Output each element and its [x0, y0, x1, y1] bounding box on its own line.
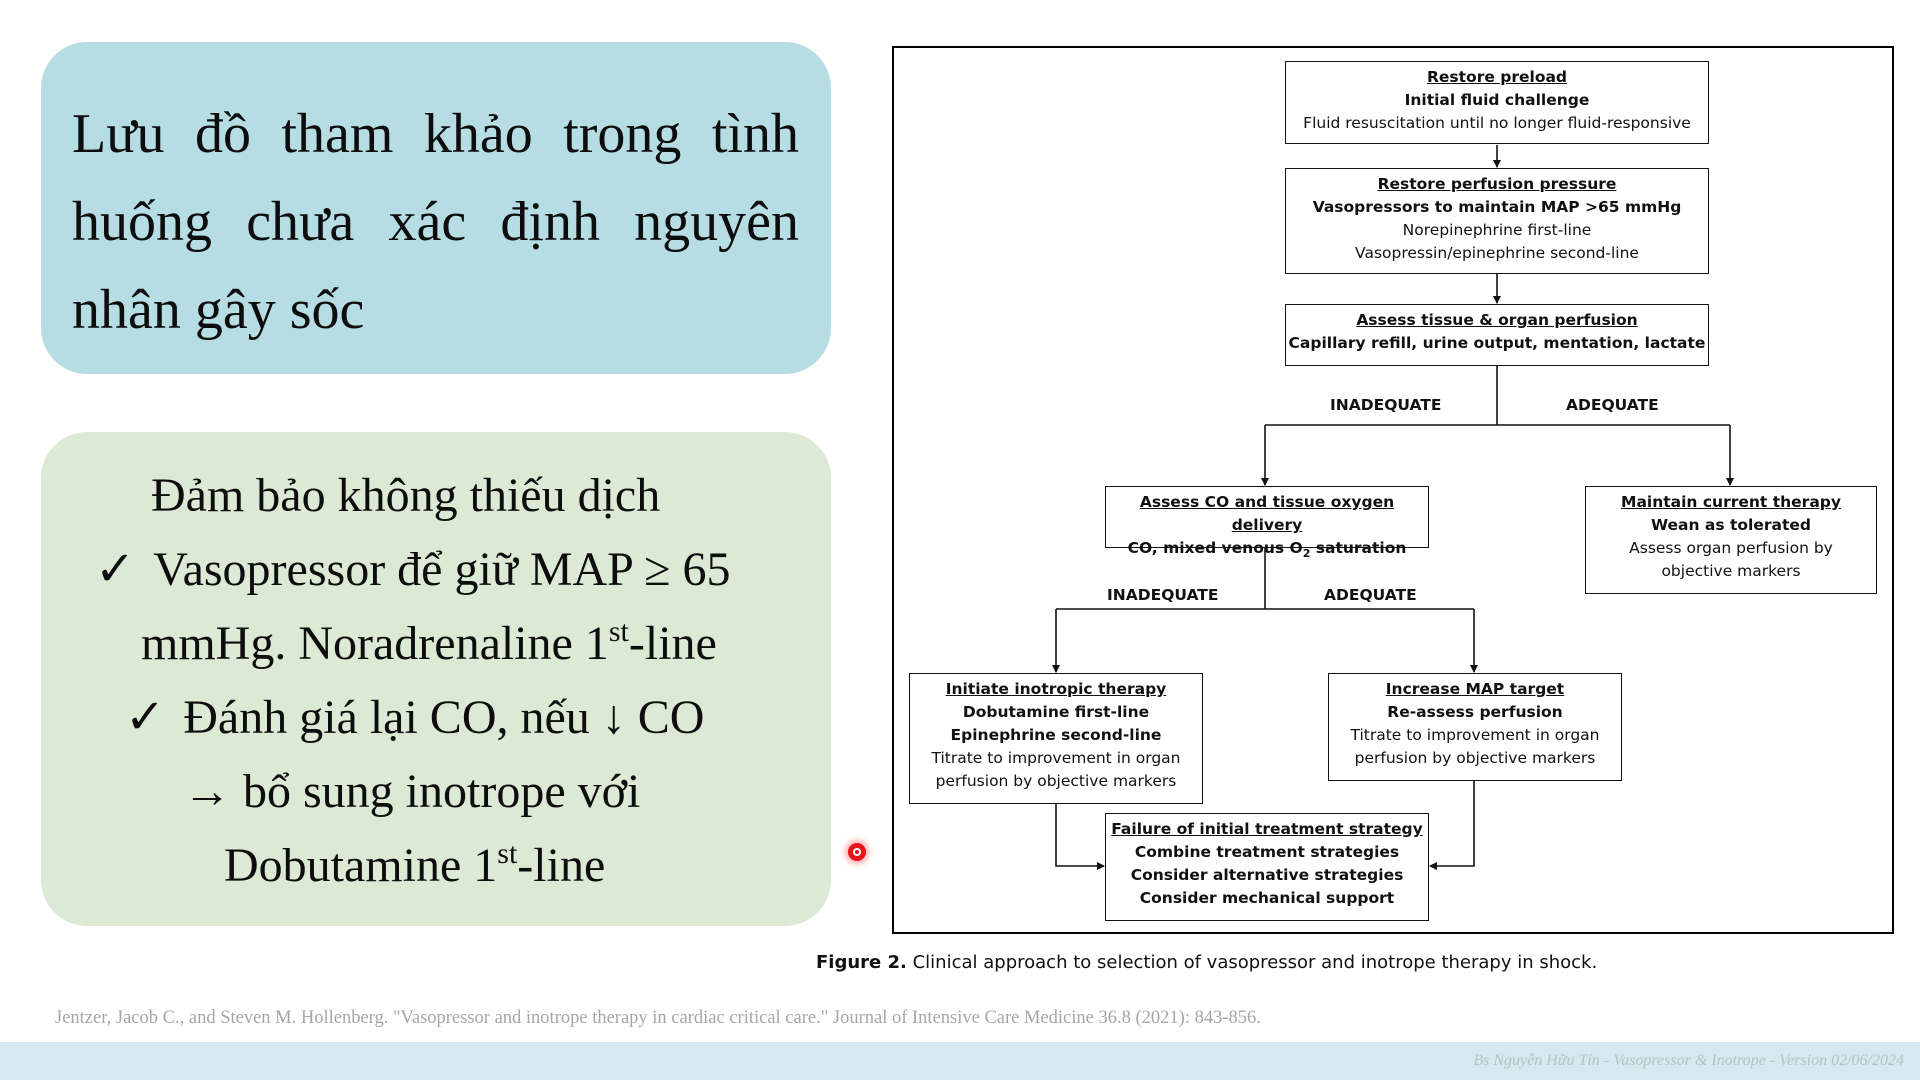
- footer-credit: Bs Nguyễn Hữu Tín - Vasopressor & Inotro…: [1473, 1052, 1904, 1069]
- ordinal-superscript: st: [497, 837, 518, 870]
- box-heading: Assess CO and tissue oxygen delivery: [1139, 493, 1395, 534]
- box-maintain-therapy: Maintain current therapy Wean as tolerat…: [1585, 486, 1877, 594]
- box-heading: Restore perfusion pressure: [1377, 175, 1617, 193]
- summary-text-line-suffix: -line: [628, 617, 717, 670]
- box-line: Norepinephrine first-line: [1402, 221, 1592, 239]
- box-line: Vasopressin/epinephrine second-line: [1355, 244, 1639, 262]
- box-line: Epinephrine second-line: [950, 726, 1162, 744]
- box-heading: Increase MAP target: [1385, 680, 1565, 698]
- box-line: perfusion by objective markers: [935, 772, 1177, 790]
- summary-text-line-suffix: -line: [517, 839, 606, 892]
- box-line: Combine treatment strategies: [1134, 843, 1400, 861]
- box-failure-strategy: Failure of initial treatment strategy Co…: [1105, 813, 1429, 921]
- box-line: Initial fluid challenge: [1404, 91, 1590, 109]
- footer-bar: Bs Nguyễn Hữu Tín - Vasopressor & Inotro…: [0, 1042, 1920, 1080]
- summary-line-inotrope: → bổ sung inotrope với: [183, 765, 641, 818]
- box-line: Titrate to improvement in organ: [931, 749, 1181, 767]
- box-line: Re-assess perfusion: [1387, 703, 1563, 721]
- label-branch1-adequate: ADEQUATE: [1566, 396, 1659, 414]
- label-branch1-inadequate: INADEQUATE: [1330, 396, 1442, 414]
- box-line: Titrate to improvement in organ: [1350, 726, 1600, 744]
- box-inotropic-therapy: Initiate inotropic therapy Dobutamine fi…: [909, 673, 1203, 804]
- box-heading: Restore preload: [1426, 68, 1568, 86]
- box-assess-tissue: Assess tissue & organ perfusion Capillar…: [1285, 304, 1709, 366]
- box-line: objective markers: [1661, 562, 1801, 580]
- box-restore-perfusion: Restore perfusion pressure Vasopressors …: [1285, 168, 1709, 274]
- box-line: perfusion by objective markers: [1354, 749, 1596, 767]
- box-heading: Initiate inotropic therapy: [945, 680, 1167, 698]
- box-line: Fluid resuscitation until no longer flui…: [1303, 114, 1691, 132]
- box-line: Consider mechanical support: [1139, 889, 1395, 907]
- box-heading: Maintain current therapy: [1621, 493, 1841, 511]
- box-line: Vasopressors to maintain MAP >65 mmHg: [1312, 198, 1682, 216]
- box-heading: Assess tissue & organ perfusion: [1356, 311, 1638, 329]
- box-line: Capillary refill, urine output, mentatio…: [1288, 334, 1706, 352]
- summary-line-vasopressor: ✓ Vasopressor để giữ MAP ≥ 65: [95, 540, 730, 600]
- summary-text-dobutamine: Dobutamine 1: [224, 839, 498, 892]
- title-box: Lưu đồ tham khảo trong tình huống chưa x…: [41, 42, 831, 374]
- box-line-part: saturation: [1310, 539, 1407, 557]
- ordinal-superscript: st: [608, 615, 629, 648]
- citation-reference: Jentzer, Jacob C., and Steven M. Hollenb…: [55, 1008, 1261, 1028]
- summary-text-reassess: Đánh giá lại CO, nếu ↓ CO: [183, 691, 705, 744]
- box-heading: Failure of initial treatment strategy: [1111, 820, 1423, 838]
- laser-pointer-icon: [848, 843, 866, 861]
- summary-text-noradrenaline: mmHg. Noradrenaline 1: [141, 617, 609, 670]
- arrow-inotropic-to-failure: [1055, 804, 1105, 870]
- box-restore-preload: Restore preload Initial fluid challenge …: [1285, 61, 1709, 144]
- box-line: Dobutamine first-line: [962, 703, 1150, 721]
- figure-frame: Restore preload Initial fluid challenge …: [892, 46, 1894, 934]
- figure-caption: Figure 2. Clinical approach to selection…: [816, 952, 1597, 973]
- flowchart-connectors: [1052, 145, 1734, 870]
- arrow-map-to-failure: [1429, 781, 1475, 870]
- summary-line-reassess: ✓ Đánh giá lại CO, nếu ↓ CO: [125, 688, 704, 748]
- subscript-two: 2: [1302, 547, 1311, 561]
- box-line: Consider alternative strategies: [1130, 866, 1404, 884]
- checkmark-icon: ✓: [125, 691, 166, 744]
- caption-label: Figure 2.: [816, 952, 907, 973]
- box-increase-map: Increase MAP target Re-assess perfusion …: [1328, 673, 1622, 781]
- summary-line-noradrenaline: mmHg. Noradrenaline 1st-line: [141, 614, 717, 674]
- box-line: Assess organ perfusion by: [1629, 539, 1833, 557]
- checkmark-icon: ✓: [95, 543, 136, 596]
- summary-line-dobutamine: Dobutamine 1st-line: [224, 836, 605, 896]
- label-branch2-adequate: ADEQUATE: [1324, 586, 1417, 604]
- box-line: Wean as tolerated: [1650, 516, 1812, 534]
- box-assess-co: Assess CO and tissue oxygen delivery CO,…: [1105, 486, 1429, 560]
- box-line-part: CO, mixed venous O: [1127, 539, 1303, 557]
- caption-text: Clinical approach to selection of vasopr…: [906, 952, 1598, 973]
- summary-box: Đảm bảo không thiếu dịch ✓ Vasopressor để…: [41, 432, 831, 926]
- summary-line-fluid: Đảm bảo không thiếu dịch: [151, 469, 661, 522]
- slide-title: Lưu đồ tham khảo trong tình huống chưa x…: [72, 103, 799, 341]
- label-branch2-inadequate: INADEQUATE: [1107, 586, 1219, 604]
- summary-text-vasopressor: Vasopressor để giữ MAP ≥ 65: [153, 543, 731, 596]
- box-line: CO, mixed venous O2 saturation: [1106, 537, 1428, 565]
